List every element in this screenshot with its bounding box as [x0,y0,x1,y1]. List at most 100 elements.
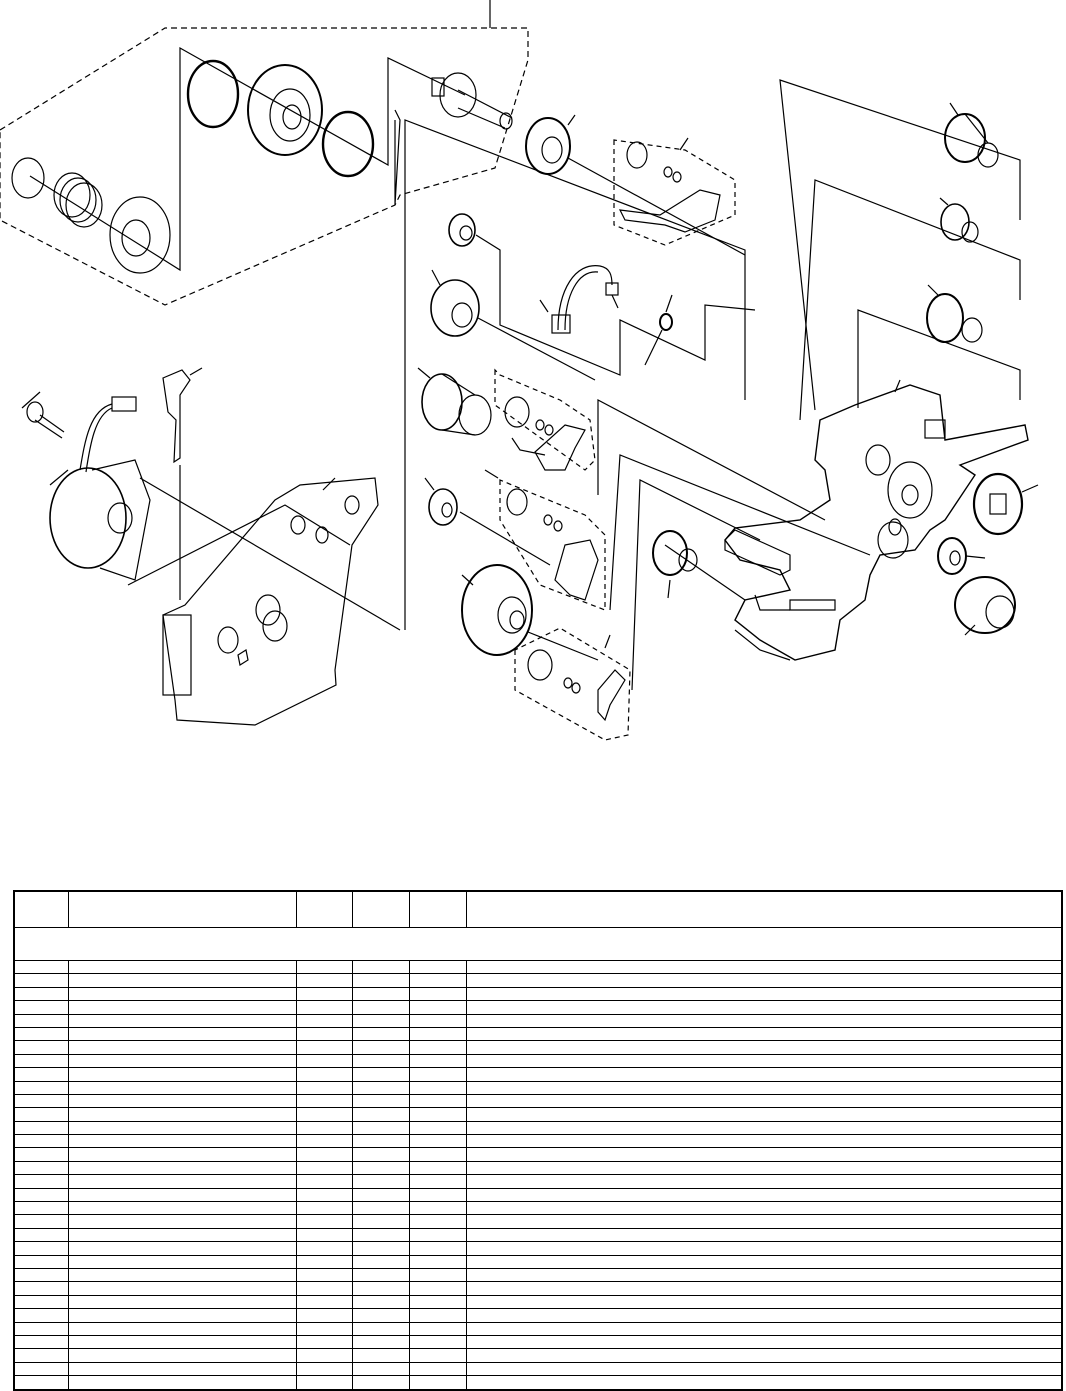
table-cell [67,1067,297,1082]
table-cell [465,1134,1063,1149]
table-cell [13,1375,69,1390]
table-cell [351,1361,410,1377]
gear-r4 [972,472,1039,536]
table-cell [408,1308,467,1323]
large-gear [247,64,323,156]
table-cell [67,1013,297,1028]
table-cell [408,1174,467,1189]
table-cell [351,1134,410,1149]
table-cell [408,1147,467,1162]
table-cell [67,1201,297,1216]
table-cell [408,1334,467,1350]
table-cell [67,1294,297,1310]
clutch-shaft [431,72,513,130]
table-cell [67,1040,297,1055]
table-header-row [13,890,1063,928]
table-cell [351,1187,410,1203]
table-cell [67,1147,297,1162]
shaft-part [724,529,791,576]
gear-housing [724,79,1029,661]
table-row [13,1267,1063,1283]
table-cell [408,1361,467,1377]
table-cell [295,1267,353,1283]
table-cell [295,1281,353,1296]
section-title [13,927,1063,961]
table-row [13,1348,1063,1363]
motor-frame [127,477,401,726]
table-cell [13,1000,69,1015]
table-cell [351,1093,410,1109]
gear-top [525,114,746,256]
table-cell [408,1160,467,1176]
lever-assembly-2 [484,469,606,611]
table-cell [13,1334,69,1350]
table-cell [465,1321,1063,1336]
table-cell [408,1281,467,1296]
table-cell [13,959,69,975]
ring [186,59,240,129]
table-cell [351,1334,410,1350]
clip-ring [11,157,45,199]
table-cell [351,1375,410,1390]
table-cell [408,1134,467,1149]
table-cell [465,1107,1063,1122]
table-cell [295,1174,353,1189]
table-cell [67,1334,297,1350]
table-cell [408,1026,467,1042]
header-description [465,890,1063,928]
table-cell [351,1321,410,1336]
table-cell [408,1254,467,1269]
table-cell [295,1067,353,1082]
gear-r6 [954,576,1016,636]
table-cell [351,1214,410,1229]
table-cell [295,1227,353,1243]
table-cell [465,986,1063,1002]
table-cell [13,1134,69,1149]
table-cell [13,1120,69,1136]
table-cell [295,1013,353,1028]
table-cell [408,1187,467,1203]
table-cell [465,1080,1063,1095]
table-cell [67,1134,297,1149]
table-cell [295,1201,353,1216]
table-cell [465,1013,1063,1028]
table-cell [67,1174,297,1189]
table-cell [295,1026,353,1042]
header-col-3 [295,890,353,928]
table-cell [67,1053,297,1069]
table-cell [465,1026,1063,1042]
table-cell [295,1187,353,1203]
table-cell [295,1321,353,1336]
table-cell [67,1187,297,1203]
table-cell [13,1201,69,1216]
table-cell [408,1241,467,1256]
table-cell [13,1187,69,1203]
stepper-motor [49,459,151,581]
table-cell [13,986,69,1002]
table-cell [295,959,353,975]
table-cell [465,1375,1063,1390]
table-cell [408,1093,467,1109]
table-cell [351,1013,410,1028]
sensor-cable [539,265,619,334]
table-cell [295,1000,353,1015]
gear-with-shaft [417,367,492,436]
table-cell [351,1000,410,1015]
table-cell [295,1375,353,1390]
table-row [13,1093,1063,1109]
table-cell [67,1214,297,1229]
table-cell [408,1267,467,1283]
table-cell [295,1147,353,1162]
table-cell [295,1134,353,1149]
table-cell [13,1348,69,1363]
small-gear-2 [424,477,551,566]
table-row [13,1107,1063,1122]
table-cell [13,1107,69,1122]
table-cell [465,1241,1063,1256]
table-cell [13,1308,69,1323]
table-cell [67,986,297,1002]
table-cell [465,1334,1063,1350]
table-cell [408,1375,467,1390]
table-cell [13,1361,69,1377]
table-cell [13,1080,69,1095]
